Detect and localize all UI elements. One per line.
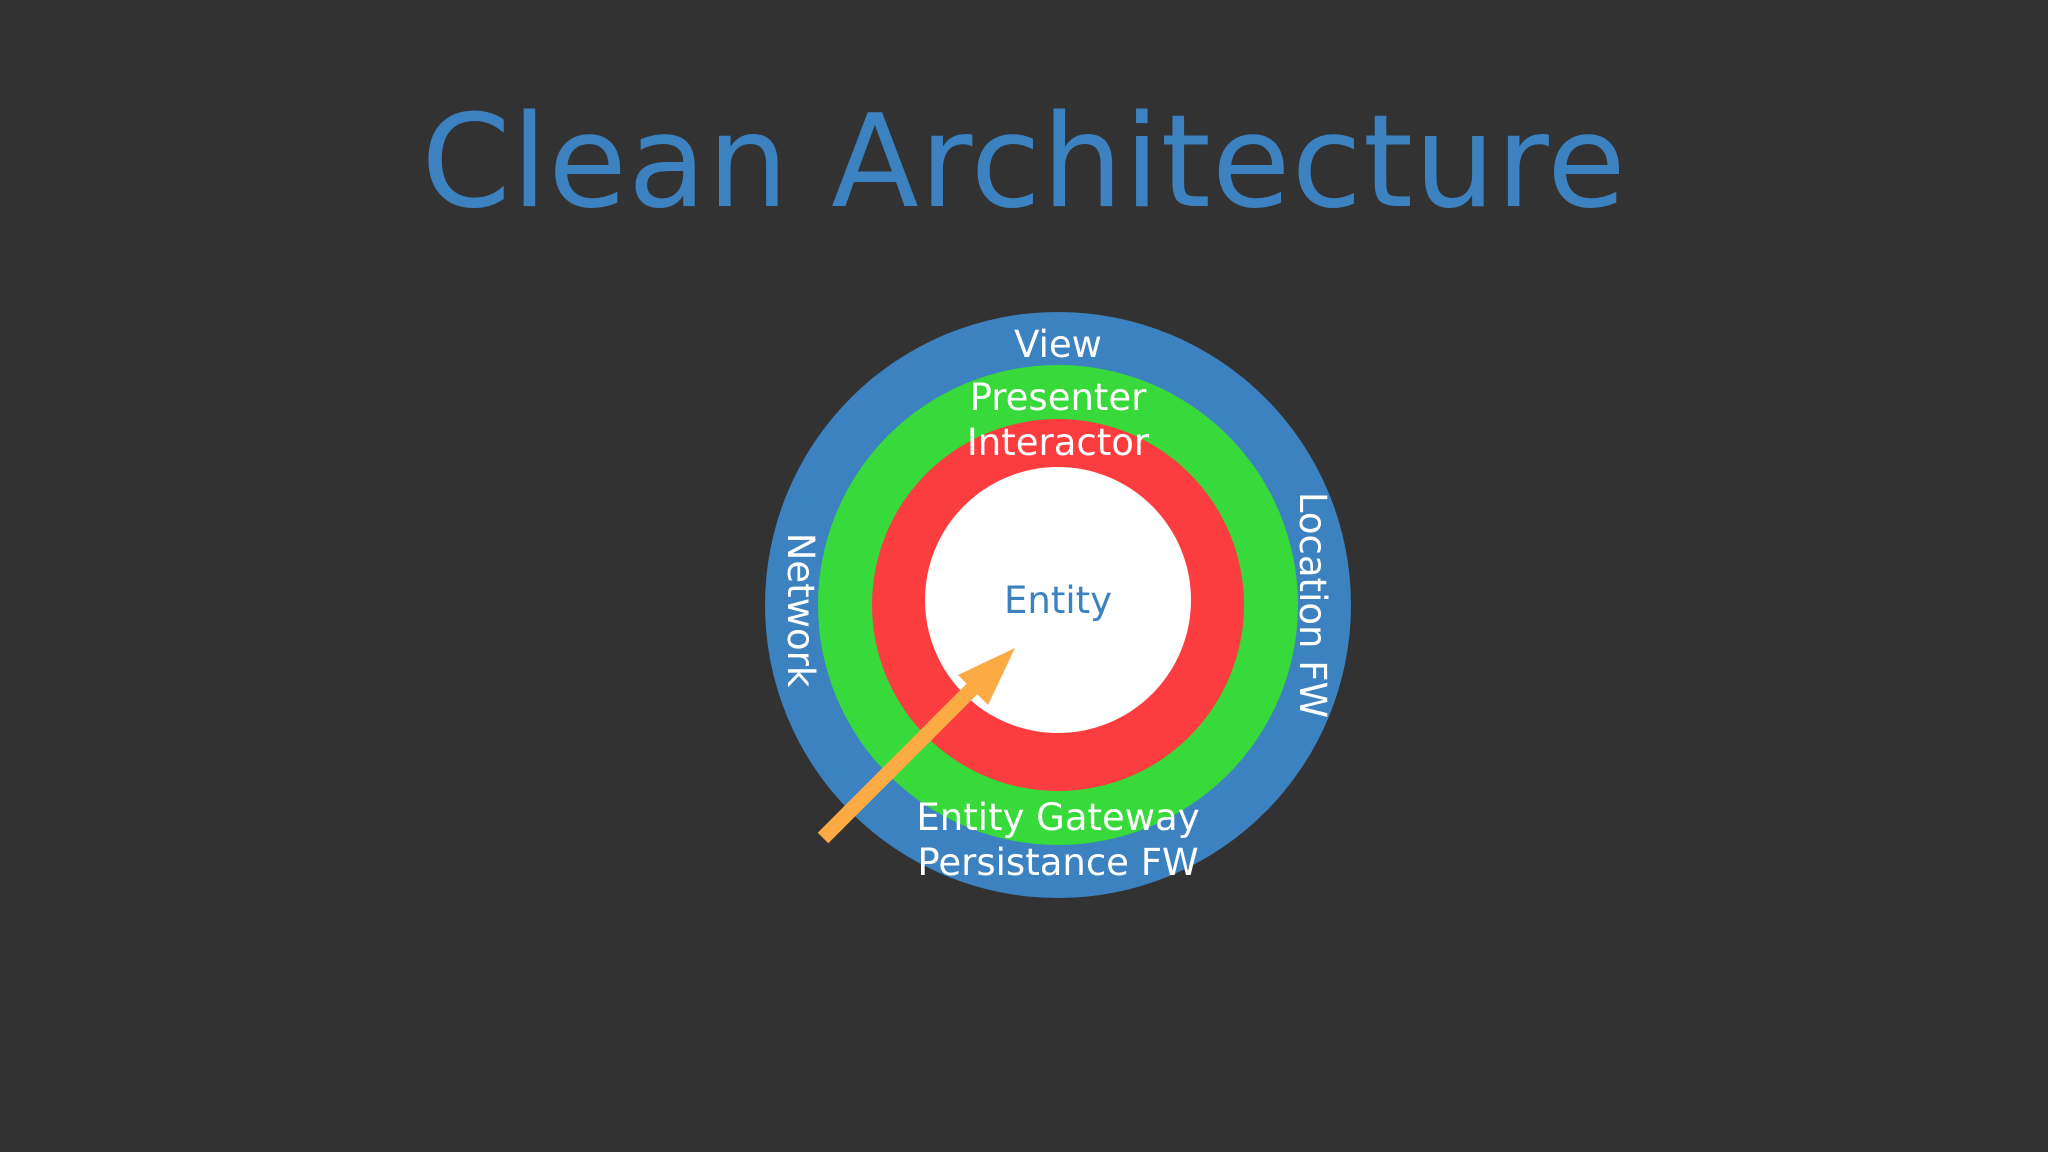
network-label: Network bbox=[779, 533, 822, 688]
entity-gateway-label: Entity Gateway bbox=[916, 796, 1199, 839]
network-label-text: Network bbox=[779, 533, 822, 688]
view-label: View bbox=[1014, 323, 1102, 366]
arrow-up-right-icon bbox=[817, 648, 1015, 844]
persistance-fw-label: Persistance FW bbox=[917, 841, 1198, 884]
entity-label: Entity bbox=[1004, 579, 1112, 622]
interactor-label: Interactor bbox=[967, 421, 1150, 464]
location-fw-label-text: Location FW bbox=[1291, 492, 1334, 718]
location-fw-label: Location FW bbox=[1291, 492, 1334, 718]
slide-title: Clean Architecture bbox=[421, 88, 1627, 237]
presenter-label: Presenter bbox=[970, 376, 1148, 419]
